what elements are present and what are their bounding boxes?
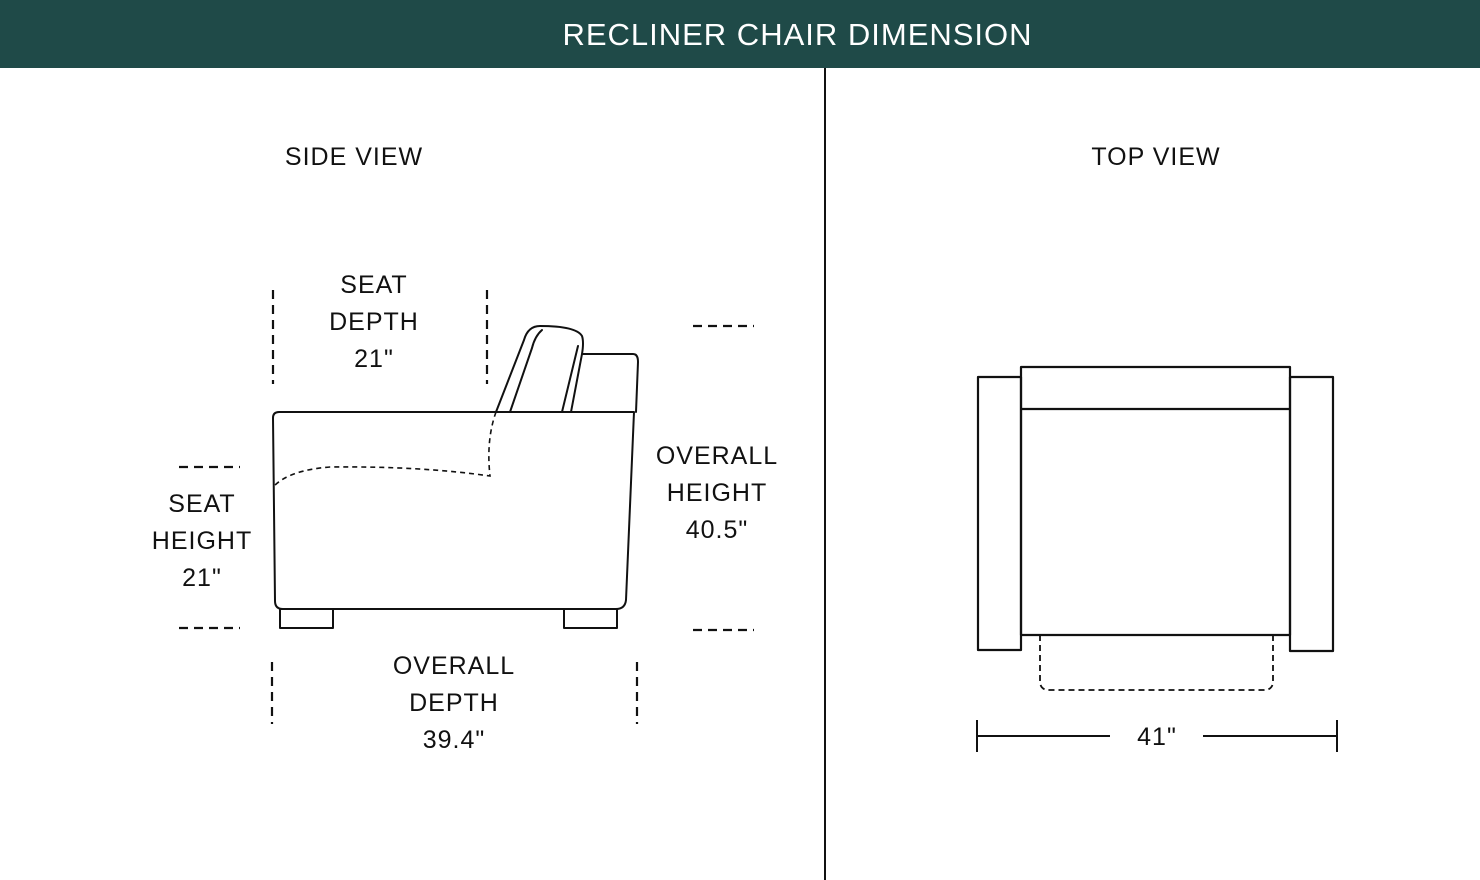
top-width-label: 41" <box>1067 718 1247 756</box>
seat-depth-line2: DEPTH <box>329 308 419 336</box>
seat-height-value: 21" <box>182 564 222 592</box>
overall-depth-line1: OVERALL <box>392 652 516 680</box>
overall-height-label: OVERALL HEIGHT 40.5" <box>627 438 807 549</box>
headrest <box>581 353 639 413</box>
back-cushion-inner <box>561 345 579 413</box>
side-view-title: SIDE VIEW <box>284 143 424 171</box>
overall-depth-line2: DEPTH <box>409 689 499 717</box>
rear-leg <box>563 608 618 629</box>
header-bar: RECLINER CHAIR DIMENSION <box>0 0 1480 68</box>
seat-depth-value: 21" <box>354 345 394 373</box>
seat-depth-line1: SEAT <box>340 271 408 299</box>
chair-body-outline <box>272 411 635 610</box>
overall-height-line2: HEIGHT <box>666 479 768 507</box>
side-dimension-lines <box>179 290 754 724</box>
page-title: RECLINER CHAIR DIMENSION <box>562 17 1033 52</box>
footrest-outline <box>1039 635 1274 691</box>
side-view-chair <box>272 325 639 629</box>
top-width-dimension <box>976 720 1338 752</box>
front-leg <box>279 608 334 629</box>
back-cushion <box>495 325 584 413</box>
top-view-chair <box>976 365 1335 653</box>
seat-top <box>1019 365 1292 637</box>
left-armrest <box>976 375 1023 652</box>
seat-height-line1: SEAT <box>168 490 236 518</box>
right-armrest <box>1288 375 1335 653</box>
overall-depth-value: 39.4" <box>422 726 486 754</box>
overall-height-line1: OVERALL <box>655 442 779 470</box>
view-divider <box>824 68 826 880</box>
seat-depth-label: SEAT DEPTH 21" <box>284 267 464 378</box>
overall-height-value: 40.5" <box>685 516 749 544</box>
overall-depth-label: OVERALL DEPTH 39.4" <box>364 648 544 759</box>
back-cushion-crease <box>509 329 543 413</box>
top-view-title: TOP VIEW <box>1091 143 1221 171</box>
seat-curve <box>273 411 497 487</box>
seat-height-line2: HEIGHT <box>151 527 253 555</box>
seat-height-label: SEAT HEIGHT 21" <box>112 486 292 597</box>
top-width-value: 41" <box>1137 723 1177 751</box>
